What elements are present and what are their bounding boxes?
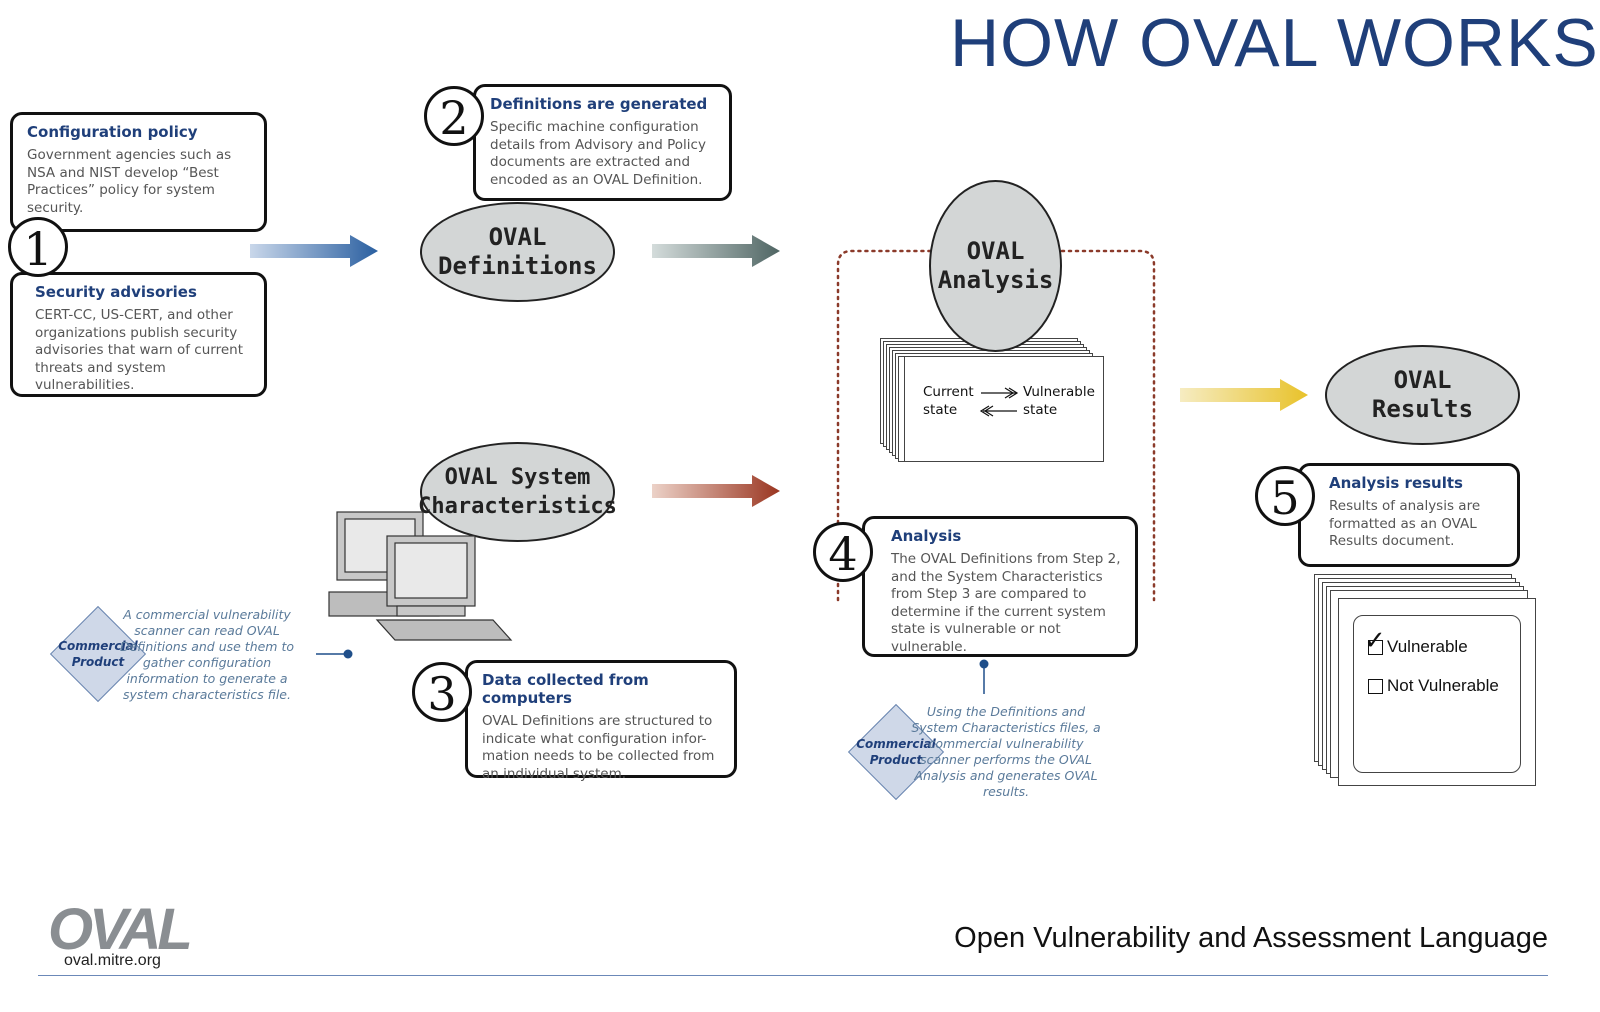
- step-1-number: 1: [8, 217, 68, 277]
- configuration-policy-box: Configuration policy Government agencies…: [10, 112, 267, 232]
- step-4-number: 4: [813, 522, 873, 582]
- analysis-results-heading: Analysis results: [1329, 474, 1463, 492]
- arrow-analysis-to-results: [1180, 379, 1308, 411]
- oval-url: oval.mitre.org: [64, 952, 161, 969]
- analysis-box: Analysis The OVAL Definitions from Step …: [862, 516, 1138, 657]
- current-state-sub: state: [923, 402, 958, 418]
- analysis-results-text: Results of analysis are formatted as an …: [1329, 498, 1481, 549]
- step-3-number: 3: [412, 662, 472, 722]
- oval-analysis-node: OVAL Analysis: [929, 180, 1062, 352]
- oval-system-characteristics-node: OVAL System Characteristics: [418, 442, 617, 542]
- data-collected-heading: Data collected from computers: [482, 671, 649, 707]
- not-vulnerable-checkbox: [1368, 679, 1383, 694]
- results-inner-panel: ✓ Vulnerable Not Vulnerable: [1353, 615, 1521, 773]
- not-vulnerable-label: Not Vulnerable: [1387, 676, 1499, 695]
- data-collected-text: OVAL Definitions are structured to indic…: [482, 713, 715, 782]
- definitions-generated-heading: Definitions are generated: [490, 95, 708, 113]
- state-transition-arrows-icon: [979, 387, 1019, 417]
- definitions-generated-text: Specific machine configuration details f…: [490, 119, 706, 188]
- arrow-characteristics-to-analysis: [652, 475, 780, 507]
- analysis-note: Using the Definitions and System Charact…: [911, 704, 1101, 799]
- security-advisories-text: CERT-CC, US-CERT, and other organization…: [35, 307, 243, 393]
- commercial-product-label: Commercial Product: [856, 737, 936, 767]
- analysis-heading: Analysis: [891, 527, 962, 545]
- configuration-policy-text: Government agencies such as NSA and NIST…: [27, 147, 232, 216]
- scanner-connector: [316, 649, 353, 659]
- analysis-text: The OVAL Definitions from Step 2, and th…: [891, 551, 1121, 655]
- footer-tagline: Open Vulnerability and Assessment Langua…: [954, 922, 1548, 954]
- analysis-connector: [979, 659, 989, 694]
- data-collected-box: Data collected from computers OVAL Defin…: [465, 660, 737, 782]
- vulnerable-state-label: Vulnerable: [1023, 384, 1095, 400]
- step-2-number: 2: [424, 86, 484, 146]
- configuration-policy-heading: Configuration policy: [27, 123, 198, 141]
- step-5-number: 5: [1255, 466, 1315, 526]
- computers-icon: [328, 511, 513, 641]
- commercial-product-badge-scanner: Commercial Product: [49, 605, 147, 703]
- vulnerable-state-sub: state: [1023, 402, 1058, 418]
- oval-definitions-node: OVAL Definitions: [420, 202, 615, 302]
- security-advisories-heading: Security advisories: [35, 283, 197, 301]
- commercial-product-badge-analysis: Commercial Product: [847, 703, 945, 801]
- security-advisories-box: Security advisories CERT-CC, US-CERT, an…: [10, 272, 267, 397]
- analysis-results-box: Analysis results Results of analysis are…: [1298, 463, 1520, 567]
- commercial-product-label: Commercial Product: [58, 639, 138, 669]
- page-title: HOW OVAL WORKS: [950, 5, 1599, 81]
- analysis-dotted-border: [836, 249, 1156, 602]
- footer-divider: [38, 975, 1548, 976]
- vulnerable-label: Vulnerable: [1387, 637, 1468, 656]
- definitions-generated-box: Definitions are generated Specific machi…: [473, 84, 732, 201]
- oval-definitions-label: OVAL Definitions: [438, 223, 597, 280]
- current-state-label: Current: [923, 384, 974, 400]
- oval-results-node: OVAL Results: [1325, 345, 1520, 445]
- oval-results-label: OVAL Results: [1371, 366, 1474, 423]
- arrow-definitions-to-analysis: [652, 235, 780, 267]
- vulnerable-checkbox: [1368, 640, 1383, 655]
- scanner-note: A commercial vulnerability scanner can r…: [119, 607, 295, 702]
- oval-logo: OVAL: [48, 897, 193, 962]
- arrow-policy-to-definitions: [250, 235, 378, 267]
- oval-analysis-label: OVAL Analysis: [937, 237, 1054, 294]
- oval-system-characteristics-label: OVAL System Characteristics: [418, 465, 617, 519]
- checkmark-icon: ✓: [1364, 626, 1386, 656]
